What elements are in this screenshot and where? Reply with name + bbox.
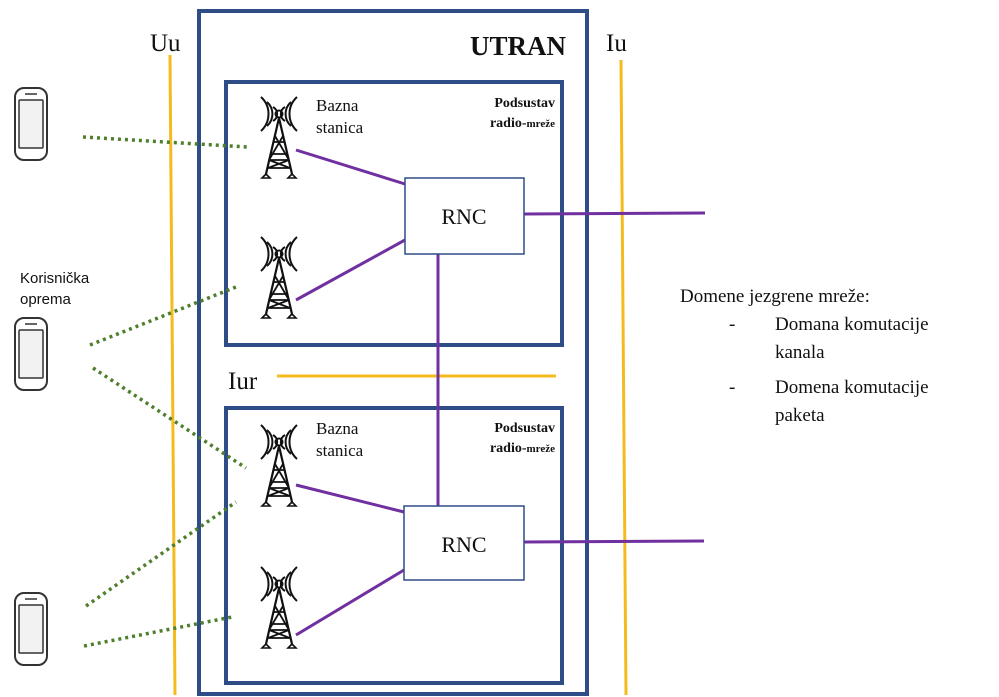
- user-equipment-label-line2: oprema: [20, 291, 72, 308]
- rnc-label-top: RNC: [441, 204, 486, 229]
- core-network-item-1-line2: kanala: [775, 342, 825, 363]
- cell-tower-icon: [259, 95, 299, 180]
- subsystem-title-bottom-line2: radio-mreže: [490, 441, 555, 456]
- subsystem-box-bottom: [224, 406, 564, 685]
- utran-box: [197, 9, 589, 696]
- core-network-item-1-line1: Domana komutacije: [775, 314, 929, 335]
- base-station-label-bottom-line2: stanica: [316, 441, 364, 460]
- rnc-box-bottom: [403, 505, 525, 581]
- core-network-item-2-line2: paketa: [775, 405, 825, 426]
- iu-interface-line: [619, 59, 628, 696]
- uu-label: Uu: [150, 30, 181, 57]
- subsystem-title-top-line2: radio-mreže: [490, 116, 555, 131]
- core-network-heading: Domene jezgrene mreže:: [680, 286, 870, 307]
- cell-tower-icon: [259, 235, 299, 320]
- base-station-label-top-line2: stanica: [316, 118, 364, 137]
- core-network-item-2-line1: Domena komutacije: [775, 377, 929, 398]
- core-network-item-1-bullet: -: [729, 314, 735, 335]
- iur-label: Iur: [228, 368, 258, 395]
- core-network-item-2-bullet: -: [729, 377, 735, 398]
- subsystem-title-bottom-line1: Podsustav: [494, 421, 555, 436]
- rnc-links: [295, 148, 706, 637]
- iu-label: Iu: [606, 30, 627, 57]
- utran-title: UTRAN: [470, 31, 567, 61]
- base-station-label-top-line1: Bazna: [316, 96, 359, 115]
- rnc-box-top: [404, 177, 525, 255]
- cell-tower-icon: [259, 565, 299, 650]
- radio-links: [82, 135, 248, 648]
- phone-icon: [14, 592, 48, 666]
- base-station-label-bottom-line1: Bazna: [316, 419, 359, 438]
- rnc-label-bottom: RNC: [441, 532, 486, 557]
- user-equipment-label-line1: Korisnička: [20, 270, 90, 287]
- phone-icon: [14, 317, 48, 391]
- uu-interface-line: [168, 54, 177, 696]
- subsystem-title-top-line1: Podsustav: [494, 96, 555, 111]
- phone-icon: [14, 87, 48, 161]
- cell-tower-icon: [259, 423, 299, 508]
